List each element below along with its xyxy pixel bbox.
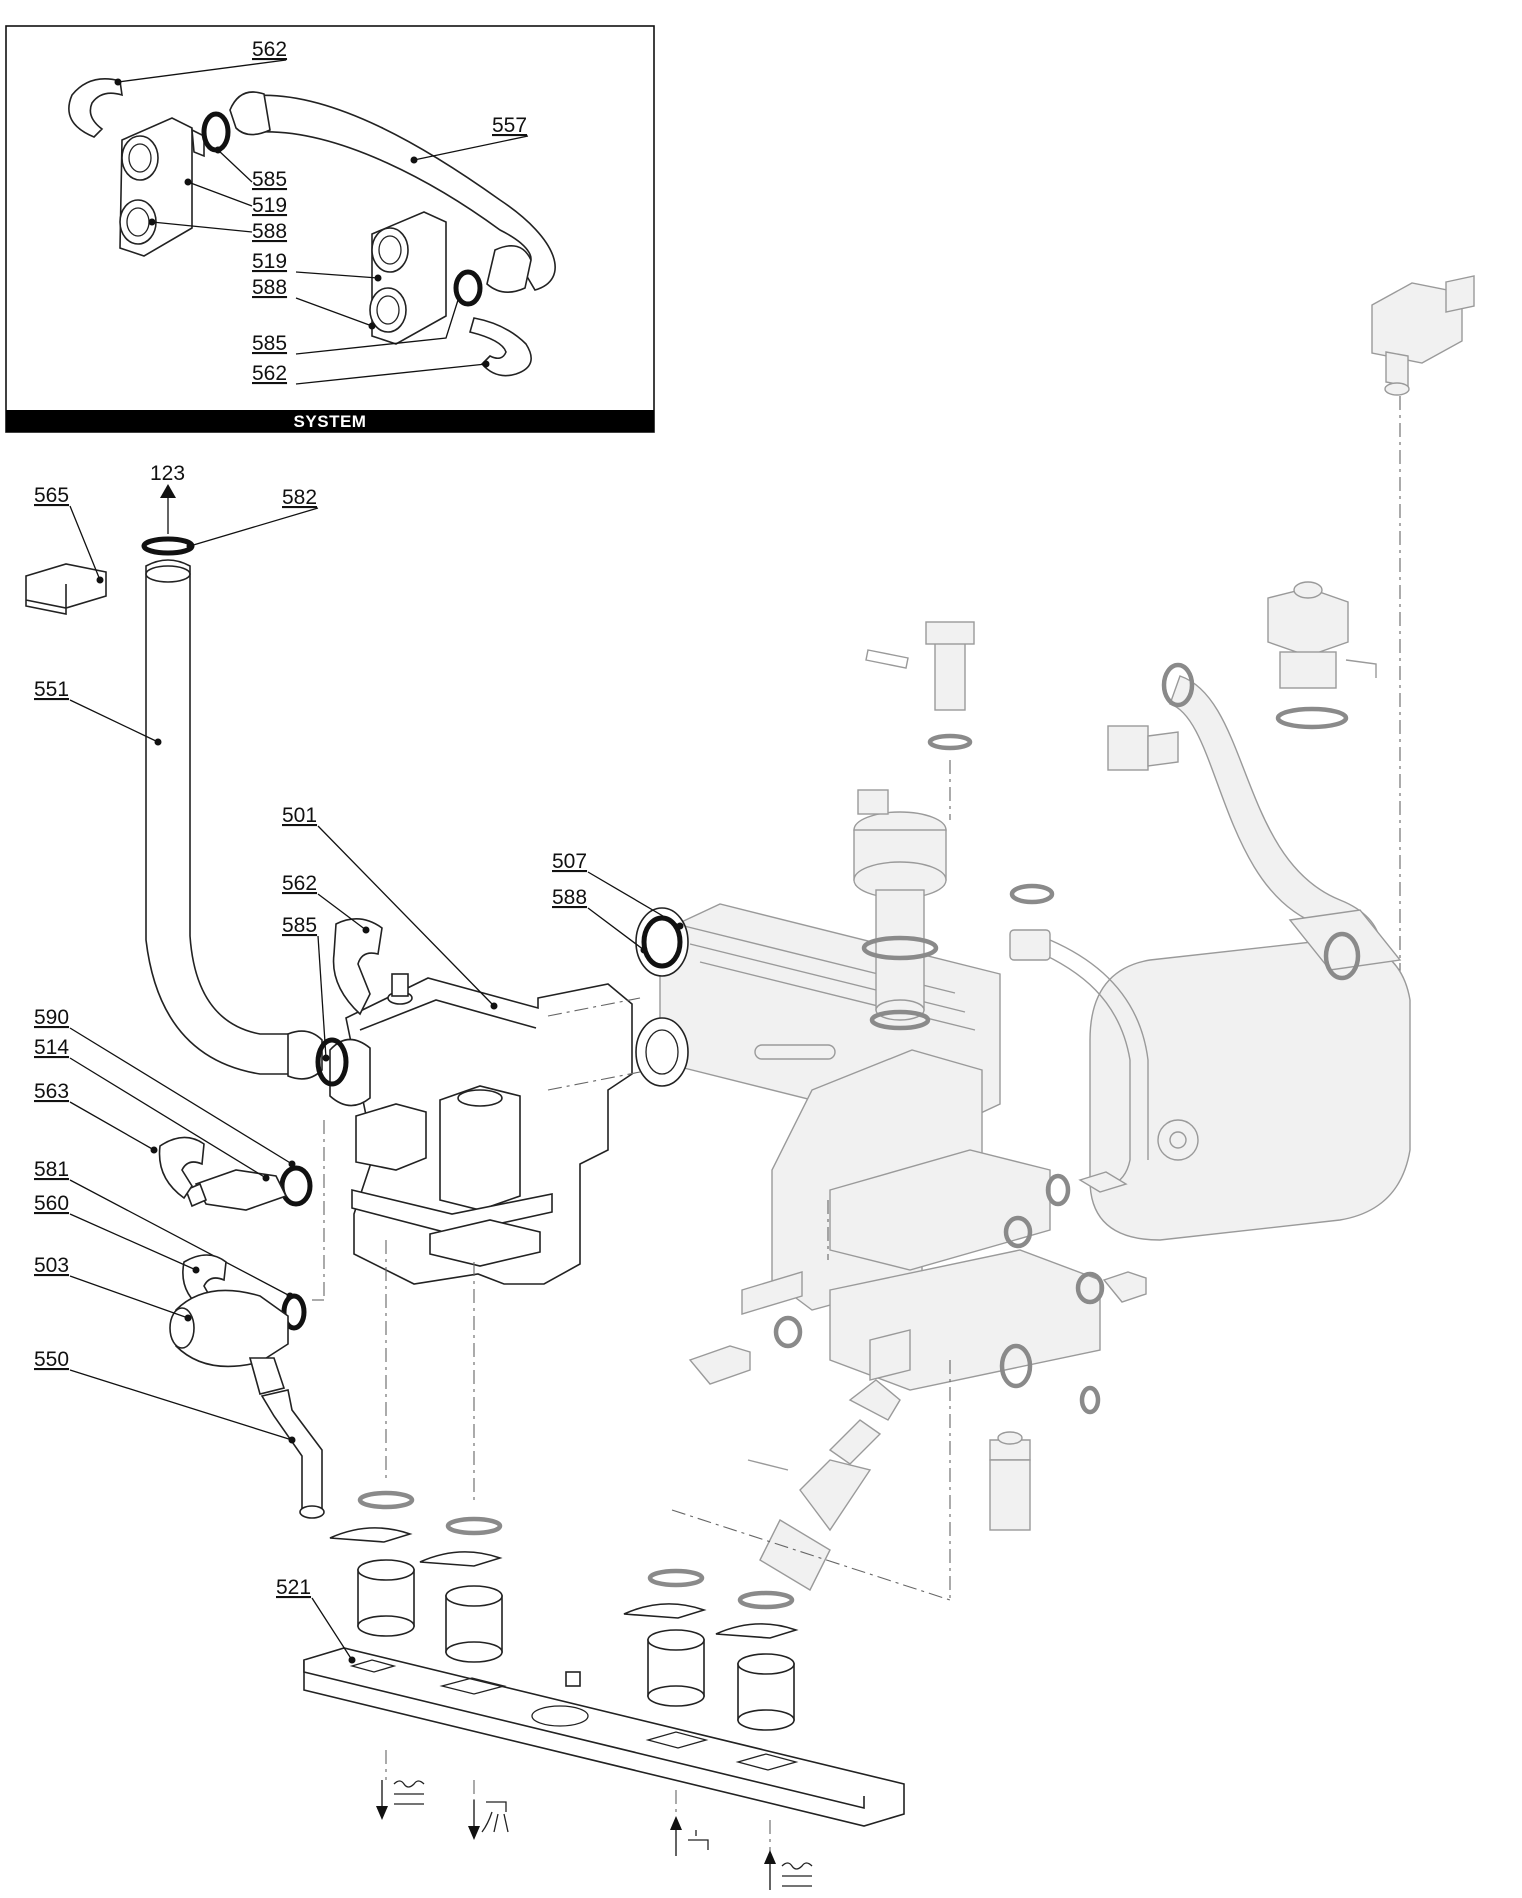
clip-562-main (332, 918, 383, 1016)
electrical-connector (1107, 725, 1179, 771)
label-581: 581 (34, 1158, 69, 1181)
pipe-551 (145, 559, 291, 1075)
label-563: 563 (34, 1080, 69, 1103)
label-588-inset-a: 588 (252, 220, 287, 243)
label-588-inset-b: 588 (252, 276, 287, 299)
mounting-bracket-521 (303, 1647, 905, 1827)
label-582: 582 (282, 486, 317, 509)
flow-sensor (865, 621, 975, 751)
label-562-inset-bottom: 562 (252, 362, 287, 385)
hot-water-tap-icon (468, 1800, 509, 1840)
label-550: 550 (34, 1348, 69, 1371)
label-560: 560 (34, 1192, 69, 1215)
arrow-123 (160, 484, 176, 534)
valve-503 (169, 1289, 289, 1395)
system-banner-text: SYSTEM (294, 412, 367, 431)
cold-water-inlet-icon (670, 1816, 709, 1856)
label-590: 590 (34, 1006, 69, 1029)
label-588-main: 588 (552, 886, 587, 909)
label-585-inset-b: 585 (252, 332, 287, 355)
o-ring-585-bottom (453, 269, 483, 307)
label-585-main: 585 (282, 914, 317, 937)
o-ring-590 (279, 1165, 313, 1207)
label-565: 565 (34, 484, 69, 507)
label-519-inset-b: 519 (252, 250, 287, 273)
clip-563 (158, 1136, 205, 1200)
pressure-valve (1267, 581, 1377, 730)
label-562-inset-top: 562 (252, 38, 287, 61)
o-ring-585-main (315, 1037, 349, 1087)
label-507: 507 (552, 850, 587, 873)
heating-return-icon (764, 1850, 813, 1890)
drain-elbow-550 (260, 1389, 323, 1511)
label-521: 521 (276, 1576, 311, 1599)
circulation-pump (1089, 909, 1411, 1241)
label-501: 501 (282, 804, 317, 827)
clip-562-top (68, 78, 123, 138)
hydraulic-manifold-501 (329, 973, 633, 1285)
label-514: 514 (34, 1036, 69, 1059)
ghost-assembly (523, 275, 1475, 1601)
label-585-inset-a: 585 (252, 168, 287, 191)
bottom-fittings (329, 1490, 799, 1731)
label-123: 123 (150, 462, 185, 485)
manifold-right (369, 211, 447, 345)
system-banner (6, 410, 654, 432)
label-562-main: 562 (282, 872, 317, 895)
o-ring-588-main (641, 915, 683, 969)
heating-flow-icon (376, 1780, 425, 1820)
label-519-inset-a: 519 (252, 194, 287, 217)
label-557: 557 (492, 114, 527, 137)
label-551: 551 (34, 678, 69, 701)
manifold-left (119, 117, 205, 257)
sensor-514 (184, 1169, 288, 1211)
o-ring-581 (281, 1293, 307, 1331)
thin-pipe (1033, 949, 1131, 1187)
pressure-switch-top (1371, 275, 1475, 396)
safety-valve (989, 1431, 1031, 1531)
o-ring-582 (141, 536, 195, 556)
system-inset: SYSTEM 562 557 (5, 25, 655, 433)
filter-cartridge (747, 1379, 901, 1591)
clip-565 (25, 563, 107, 615)
hydraulic-block (771, 1049, 1101, 1391)
diverter-actuator (853, 789, 947, 1031)
label-503: 503 (34, 1254, 69, 1277)
